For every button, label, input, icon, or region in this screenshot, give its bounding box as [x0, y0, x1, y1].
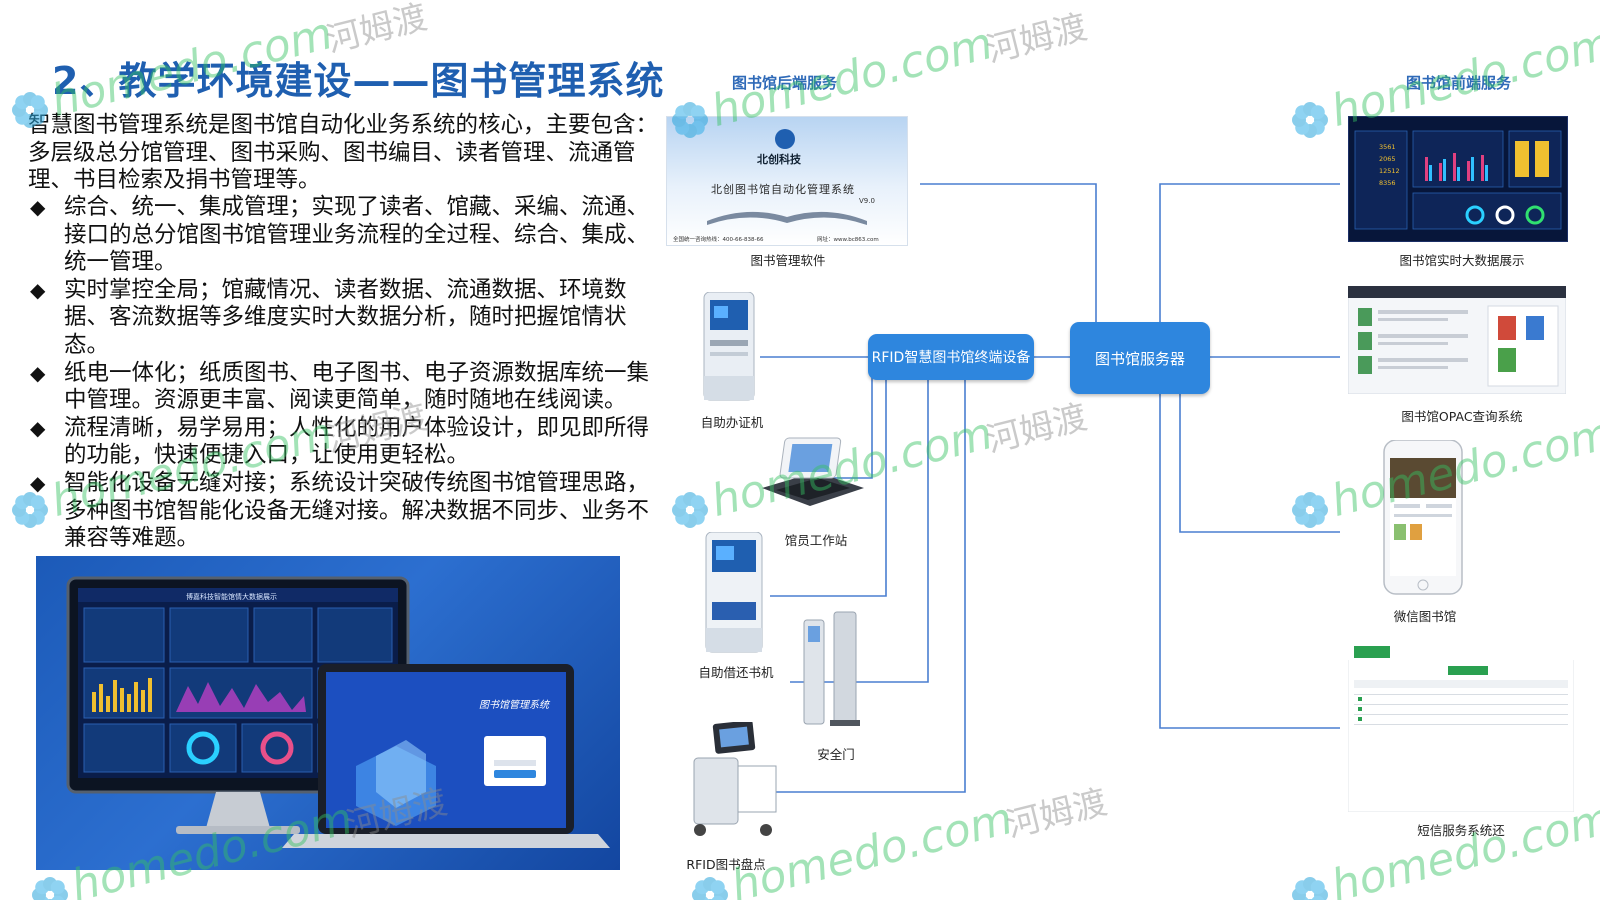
monitor-title: 博嘉科技智能馆情大数据展示	[186, 593, 277, 601]
frontend-caption-wechat: 微信图书馆	[1393, 609, 1457, 624]
device-caption-workstation: 馆员工作站	[784, 533, 848, 548]
device-caption-borrow-return: 自助借还书机	[698, 665, 774, 680]
dashboard-number: 8356	[1379, 179, 1396, 187]
dashboard-number: 2065	[1379, 155, 1396, 163]
backend-section-label: 图书馆后端服务	[732, 74, 838, 92]
opac-screenshot-image	[1348, 286, 1566, 394]
software-splash: 北创科技 北创图书馆自动化管理系统 V9.0 全国统一咨询热线：400-66-8…	[666, 116, 908, 246]
dashboard-number: 3561	[1379, 143, 1396, 151]
rfid-inventory-cart-image	[693, 722, 777, 836]
feature-item: ◆流程清晰，易学易用；人性化的用户体验设计，即见即所得的功能，快速便捷入口，让使…	[30, 414, 650, 469]
feature-list: ◆综合、统一、集成管理；实现了读者、馆藏、采编、流通、接口的总分馆图书馆管理业务…	[28, 194, 668, 553]
diamond-bullet-icon: ◆	[30, 470, 46, 495]
open-book-icon	[707, 129, 867, 225]
dashboard-chart-icon	[1354, 130, 1562, 230]
page-title: 2、教学环境建设——图书管理系统	[52, 59, 665, 103]
device-caption-card-kiosk: 自助办证机	[700, 415, 764, 430]
diamond-bullet-icon: ◆	[30, 360, 46, 385]
feature-item: ◆综合、统一、集成管理；实现了读者、馆藏、采编、流通、接口的总分馆图书馆管理业务…	[30, 194, 650, 276]
software-brand: 北创科技	[757, 153, 801, 166]
frontend-caption-opac: 图书馆OPAC查询系统	[1401, 409, 1523, 424]
rfid-terminal-node: RFID智慧图书馆终端设备	[868, 334, 1034, 380]
diamond-bullet-icon: ◆	[30, 415, 46, 440]
wechat-phone-image	[1383, 440, 1463, 595]
software-hotline: 全国统一咨询热线：400-66-838-66	[673, 237, 764, 243]
frontend-section-label: 图书馆前端服务	[1406, 74, 1512, 92]
frontend-caption-dashboard: 图书馆实时大数据展示	[1399, 253, 1525, 268]
dashboard-number: 12512	[1379, 167, 1400, 175]
software-version: V9.0	[859, 197, 875, 205]
card-kiosk-image	[703, 292, 755, 401]
security-gate-image	[803, 611, 860, 726]
promo-devices-illustration	[66, 576, 610, 848]
intro-paragraph: 智慧图书管理系统是图书馆自动化业务系统的核心，主要包含：多层级总分馆管理、图书采…	[28, 112, 659, 194]
promo-image: 博嘉科技智能馆情大数据展示 图书馆管理系统	[36, 556, 620, 870]
frontend-caption-sms: 短信服务系统还	[1417, 823, 1505, 838]
workstation-image	[762, 437, 864, 506]
diamond-bullet-icon: ◆	[30, 195, 46, 219]
sms-service-screenshot-image	[1348, 642, 1574, 812]
software-product: 北创图书馆自动化管理系统	[711, 183, 855, 196]
laptop-title: 图书馆管理系统	[479, 700, 549, 711]
borrow-return-kiosk-image	[705, 532, 763, 653]
diamond-bullet-icon: ◆	[30, 277, 46, 302]
feature-item: ◆实时掌控全局；馆藏情况、读者数据、流通数据、环境数据、客流数据等多维度实时大数…	[30, 276, 627, 358]
device-caption-rfid-inventory: RFID图书盘点	[686, 857, 766, 872]
bigdata-dashboard-image: 3561 2065 12512 8356	[1348, 116, 1568, 242]
device-caption-security-gate: 安全门	[817, 747, 855, 762]
library-server-node: 图书馆服务器	[1070, 322, 1210, 394]
software-caption: 图书管理软件	[750, 253, 826, 268]
software-website: 网址：www.bc863.com	[817, 237, 879, 243]
feature-item: ◆智能化设备无缝对接；系统设计突破传统图书馆管理思路，多种图书馆智能化设备无缝对…	[30, 469, 650, 552]
feature-item: ◆纸电一体化；纸质图书、电子图书、电子资源数据库统一集中管理。资源更丰富、阅读更…	[30, 359, 650, 414]
